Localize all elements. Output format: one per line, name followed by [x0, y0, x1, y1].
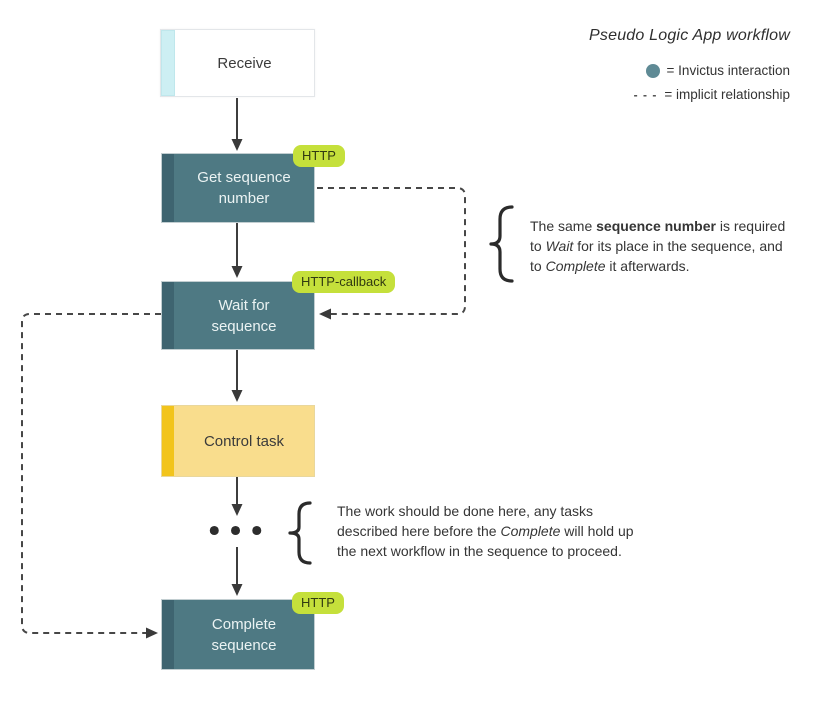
- curly-brace-work: [288, 501, 312, 565]
- curly-brace-sequence-number: [489, 205, 514, 283]
- legend: = Invictus interaction - - - = implicit …: [634, 63, 790, 102]
- http-callback-badge: HTTP-callback: [292, 271, 396, 293]
- legend-item-invictus: = Invictus interaction: [645, 63, 790, 78]
- dashed-arrow-get-to-wait: [317, 187, 466, 320]
- node-label-line: Control task: [203, 432, 285, 450]
- node-accent-strip: [162, 282, 174, 349]
- node-label-line: Get sequence: [197, 169, 291, 186]
- page-title: Pseudo Logic App workflow: [589, 27, 790, 44]
- legend-item-implicit: - - - = implicit relationship: [634, 87, 790, 102]
- invictus-circle-icon: [645, 63, 660, 78]
- node-label-line: sequence: [211, 636, 277, 654]
- node-accent-strip: [162, 154, 174, 222]
- dashed-line-icon: - - -: [633, 87, 658, 102]
- node-receive: Receive: [160, 29, 315, 97]
- node-label: Control task: [174, 406, 314, 476]
- node-label: Receive: [175, 30, 314, 96]
- http-badge: HTTP: [292, 592, 344, 614]
- node-control-task: Control task: [161, 405, 315, 477]
- http-badge: HTTP: [293, 145, 345, 167]
- node-label-line: sequence: [211, 317, 277, 335]
- node-label: Complete sequence: [174, 600, 314, 669]
- node-label: Wait for sequence: [174, 282, 314, 349]
- legend-label: = Invictus interaction: [666, 63, 790, 78]
- node-get-sequence-number: Get sequence number: [161, 153, 315, 223]
- node-label-line: number: [218, 190, 270, 207]
- node-label: Get sequence number: [174, 154, 314, 222]
- dashed-arrow-wait-to-complete: [21, 313, 161, 639]
- node-accent-strip: [162, 406, 174, 476]
- ellipsis-dots: •••: [205, 514, 269, 550]
- node-label-line: Receive: [217, 54, 272, 72]
- node-accent-strip: [161, 30, 175, 96]
- node-label-line: Wait for: [218, 296, 270, 314]
- node-label-line: Complete: [211, 615, 277, 633]
- legend-label: = implicit relationship: [664, 87, 790, 102]
- node-wait-for-sequence: Wait for sequence: [161, 281, 315, 350]
- node-accent-strip: [162, 600, 174, 669]
- node-complete-sequence: Complete sequence: [161, 599, 315, 670]
